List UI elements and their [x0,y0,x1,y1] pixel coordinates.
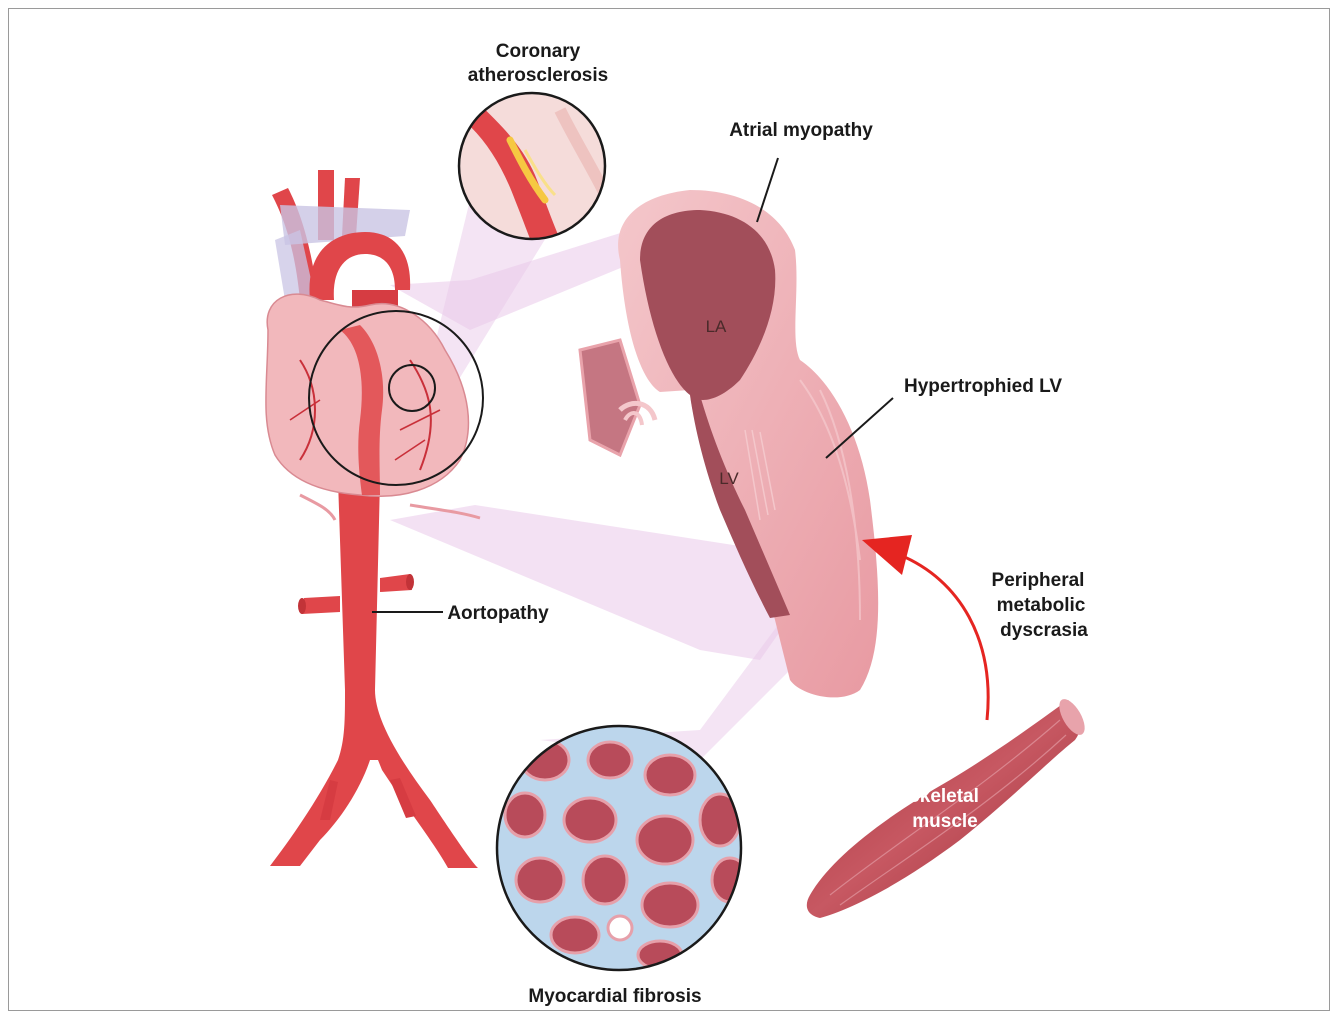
skeletal-label-line2: muscle [912,811,977,832]
atrial-myopathy-label: Atrial myopathy [729,120,873,141]
coronary-label-line2: atherosclerosis [468,65,608,86]
aortopathy-label: Aortopathy [447,603,549,624]
myocardial-fibrosis-label: Myocardial fibrosis [528,986,701,1007]
hypertrophied-lv-label: Hypertrophied LV [904,376,1062,397]
fibrosis-inset [497,726,748,970]
peripheral-label-line2: metabolic [997,595,1086,616]
la-label: LA [706,317,727,336]
skeletal-label-line1: Skeletal [907,786,979,807]
peripheral-label-line1: Peripheral [992,570,1085,591]
peripheral-label-line3: dyscrasia [1000,620,1088,641]
coronary-label-line1: Coronary [496,41,581,62]
metabolic-arrow [862,535,988,720]
lv-label: LV [719,469,739,488]
